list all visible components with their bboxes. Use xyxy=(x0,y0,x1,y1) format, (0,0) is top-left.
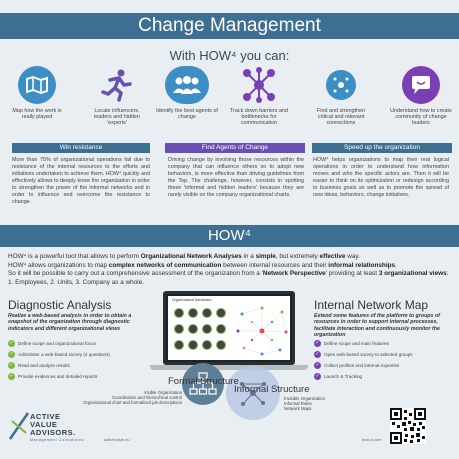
list-item: ✓Open web-based survey to selected group… xyxy=(314,351,413,358)
gauge-icon xyxy=(174,340,184,350)
feature-item: Track down barriers and bottlenecks for … xyxy=(228,66,290,126)
feature-label: Locate influencers, leaders and hidden '… xyxy=(94,108,140,126)
feature-label: Find and strengthen critical and relevan… xyxy=(317,108,365,126)
footer-link-left[interactable]: activevalue.eu xyxy=(104,437,130,442)
laptop-base xyxy=(150,365,308,370)
check-icon: ✓ xyxy=(314,351,321,358)
list-item: ✓Administer a web-based survey (4 questi… xyxy=(8,351,110,358)
feature-item: Find and strengthen critical and relevan… xyxy=(310,66,372,126)
check-icon: ✓ xyxy=(8,373,15,380)
list-item: ✓Define scope and main features xyxy=(314,340,389,347)
column-header-speed: Speed up the organization xyxy=(312,143,452,153)
gauge-icon xyxy=(174,308,184,318)
dashboard-screenshot: Organizational Dashboard xyxy=(168,296,290,360)
team-icon xyxy=(165,66,209,104)
list-item: ✓Launch & Tracking xyxy=(314,373,363,380)
qr-code[interactable] xyxy=(390,408,426,444)
check-icon: ✓ xyxy=(8,362,15,369)
formal-circle xyxy=(182,363,224,405)
gauge-icon xyxy=(216,324,226,334)
how-band: HOW⁴ xyxy=(0,225,459,247)
header-band xyxy=(0,13,459,39)
dashboard-title: Organizational Dashboard xyxy=(172,298,212,302)
feature-item: Understand how to create community of ch… xyxy=(390,66,452,126)
features-row: Map how the work is really played Locate… xyxy=(0,66,459,136)
connections-icon xyxy=(326,70,356,100)
diagnostic-bullets: ✓Define scope and organizational focus ✓… xyxy=(8,339,158,383)
map-icon xyxy=(18,66,56,104)
network-desc: Extend some features of the platform to … xyxy=(314,313,440,339)
column-text-speed: HOW⁴ helps organizations to map their re… xyxy=(313,157,449,198)
gauge-icon xyxy=(188,340,198,350)
list-item: ✓Read and analyze results xyxy=(8,362,70,369)
org-chart-icon xyxy=(189,372,217,395)
diagnostic-desc: Realize a web-based analysis in order to… xyxy=(8,313,132,332)
column-header-agents: Find Agents of Change xyxy=(165,143,305,153)
diagnostic-title: Diagnostic Analysis xyxy=(8,298,112,312)
gauge-icon xyxy=(202,324,212,334)
check-icon: ✓ xyxy=(8,340,15,347)
informal-circle xyxy=(226,366,280,420)
feature-item: Identify the best agents of change xyxy=(156,66,218,120)
gauge-icon xyxy=(216,308,226,318)
company-tagline: Management Consultants xyxy=(30,438,85,442)
laptop-screen: Organizational Dashboard xyxy=(163,291,295,365)
check-icon: ✓ xyxy=(314,362,321,369)
footer-link-right[interactable]: how-4.com xyxy=(362,437,382,442)
network-title: Internal Network Map xyxy=(314,298,429,312)
informal-network-icon xyxy=(240,382,266,406)
gauge-icon xyxy=(202,340,212,350)
gauge-icon xyxy=(216,340,226,350)
formal-lines: Visible Organization Coordination and hi… xyxy=(83,390,182,406)
formal-title: Formal Structure xyxy=(168,376,239,387)
check-icon: ✓ xyxy=(314,340,321,347)
gauge-icon xyxy=(174,324,184,334)
company-logo-text: ACTIVE VALUE ADVISORS. xyxy=(30,412,76,437)
gauge-icon xyxy=(188,324,198,334)
informal-lines: Invisible Organization Informal Roles Ne… xyxy=(284,396,326,412)
feature-item: Locate influencers, leaders and hidden '… xyxy=(86,66,148,126)
informal-title: Informal Structure xyxy=(234,384,310,395)
chat-icon xyxy=(402,66,440,104)
feature-label: Track down barriers and bottlenecks for … xyxy=(230,108,288,126)
check-icon: ✓ xyxy=(8,351,15,358)
feature-item: Map how the work is really played xyxy=(6,66,68,120)
intro-text: HOW⁴ is a powerful tool that allows to p… xyxy=(8,253,449,286)
column-text-resistance: More than 75% of organizational operatio… xyxy=(12,157,150,205)
network-graph xyxy=(236,306,288,356)
logo-icon xyxy=(8,412,30,440)
gauge-icon xyxy=(188,308,198,318)
feature-label: Understand how to create community of ch… xyxy=(390,108,452,126)
subtitle: With HOW⁴ you can: xyxy=(169,48,290,63)
check-icon: ✓ xyxy=(314,373,321,380)
list-item: ✓Provide evidences and detailed reports xyxy=(8,373,98,380)
list-item: ✓Define scope and organizational focus xyxy=(8,340,96,347)
gauge-icon xyxy=(202,308,212,318)
network-bullets: ✓Define scope and main features ✓Open we… xyxy=(314,339,454,383)
list-item: ✓Collect profiles and internal expertise xyxy=(314,362,400,369)
runner-icon xyxy=(98,66,136,104)
page-title: Change Management xyxy=(138,15,321,36)
column-text-agents: Driving change by involving those resour… xyxy=(168,157,304,198)
column-header-resistance: Win resistance xyxy=(12,143,150,153)
feature-label: Map how the work is really played xyxy=(12,108,62,120)
network-icon xyxy=(240,66,278,104)
feature-label: Identify the best agents of change xyxy=(156,108,218,120)
